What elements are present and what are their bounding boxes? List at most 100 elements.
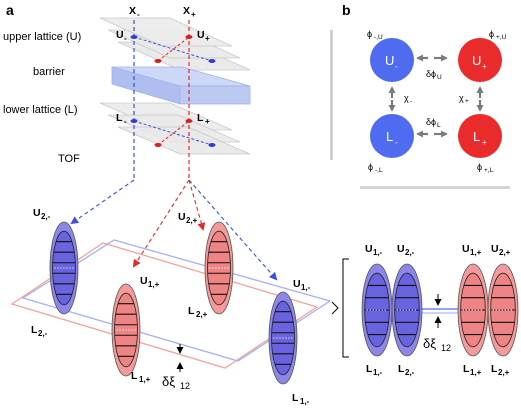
svg-text:X: X xyxy=(129,5,136,17)
svg-text:ϕ: ϕ xyxy=(489,29,494,39)
lower-lattice-planes xyxy=(99,102,251,155)
panel-b-label: b xyxy=(342,2,351,18)
svg-text:L: L xyxy=(398,363,405,375)
svg-text:δξ: δξ xyxy=(162,374,175,389)
chi-plus: χ + xyxy=(459,93,469,105)
svg-text:L: L xyxy=(31,324,38,336)
svg-text:U: U xyxy=(140,275,148,287)
svg-text:U: U xyxy=(197,29,205,41)
svg-text:U: U xyxy=(33,207,41,219)
svg-text:2,+: 2,+ xyxy=(186,216,198,225)
upper-sites xyxy=(130,35,216,63)
cloud-brace-tip xyxy=(331,301,339,315)
svg-text:+: + xyxy=(205,34,210,43)
svg-text:U: U xyxy=(116,29,124,41)
phase-plus-u: ϕ +,U xyxy=(489,29,507,41)
svg-text:L: L xyxy=(386,129,393,144)
svg-text:12: 12 xyxy=(180,381,190,391)
node-u-plus: U + xyxy=(458,38,502,82)
delta-xi-marker-b: δξ 12 xyxy=(423,294,451,353)
svg-text:U: U xyxy=(437,74,442,81)
svg-text:L: L xyxy=(292,392,299,404)
b-cloud-label-l2-plus: L 2,+ xyxy=(491,363,510,377)
upper-lattice-label: upper lattice (U) xyxy=(3,31,81,43)
b-cloud-label-u1-minus: U 1,- xyxy=(365,243,383,257)
barrier-slab xyxy=(111,66,251,105)
svg-text:L: L xyxy=(116,112,123,124)
chi-minus: χ - xyxy=(404,93,412,105)
svg-text:ϕ: ϕ xyxy=(367,29,372,39)
svg-text:L: L xyxy=(463,363,470,375)
svg-text:L: L xyxy=(366,363,373,375)
svg-text:-: - xyxy=(395,62,398,71)
svg-text:ϕ: ϕ xyxy=(477,162,482,172)
svg-text:2,-: 2,- xyxy=(38,329,48,338)
b-cloud-label-u2-minus: U 2,- xyxy=(397,243,415,257)
b-cloud-label-u1-plus: U 1,+ xyxy=(462,243,482,257)
svg-text:U: U xyxy=(385,53,394,68)
cloud-u1-plus xyxy=(111,283,141,377)
svg-text:2,-: 2,- xyxy=(41,212,51,221)
svg-text:12: 12 xyxy=(441,343,451,353)
b-cloud-label-l1-minus: L 1,- xyxy=(366,363,383,377)
site-label-u-minus: U - xyxy=(116,29,127,43)
svg-text:2,-: 2,- xyxy=(405,368,415,377)
svg-text:1,-: 1,- xyxy=(373,248,383,257)
svg-text:+: + xyxy=(482,62,487,71)
svg-text:+: + xyxy=(191,10,196,19)
phase-minus-u: ϕ -,U xyxy=(367,29,383,41)
barrier-label: barrier xyxy=(33,66,65,78)
svg-text:U: U xyxy=(293,278,301,290)
svg-text:U: U xyxy=(491,243,499,255)
cloud-label-u2-minus: U 2,- xyxy=(33,207,51,221)
b-cloud-label-l2-minus: L 2,- xyxy=(398,363,415,377)
cloud-label-l2-plus: L 2,+ xyxy=(188,305,208,319)
site-label-l-minus: L - xyxy=(116,112,127,126)
svg-text:+: + xyxy=(205,117,210,126)
cloud-label-u2-plus: U 2,+ xyxy=(178,211,198,225)
phase-minus-l: ϕ -,L xyxy=(368,162,383,174)
svg-text:+: + xyxy=(465,98,469,105)
svg-text:1,+: 1,+ xyxy=(470,248,482,257)
svg-text:-: - xyxy=(137,10,140,19)
b-cloud-label-l1-plus: L 1,+ xyxy=(463,363,482,377)
svg-text:L: L xyxy=(491,363,498,375)
svg-text:δϕ: δϕ xyxy=(426,117,436,127)
svg-text:δξ: δξ xyxy=(423,336,436,351)
svg-text:1,-: 1,- xyxy=(301,283,311,292)
cloud-label-l1-plus: L 1,+ xyxy=(131,370,151,384)
svg-text:χ: χ xyxy=(404,93,409,103)
svg-text:X: X xyxy=(183,5,190,17)
phase-plus-l: ϕ +,L xyxy=(477,162,494,174)
coupling-arrows xyxy=(388,54,484,138)
tof-label: TOF xyxy=(58,153,80,165)
node-l-plus: L + xyxy=(458,114,502,158)
lower-lattice-label: lower lattice (L) xyxy=(3,104,78,116)
svg-text:L: L xyxy=(131,370,138,382)
cloud-label-u1-minus: U 1,- xyxy=(293,278,311,292)
site-label-l-plus: L + xyxy=(197,112,210,126)
b-cloud-2-minus xyxy=(391,263,423,357)
phase-diff-l: δϕ L xyxy=(426,117,441,129)
cloud-u1-minus xyxy=(268,291,298,385)
cloud-bracket-left xyxy=(342,258,349,358)
svg-text:-,U: -,U xyxy=(374,34,383,41)
svg-text:-: - xyxy=(410,98,412,105)
tof-arrows xyxy=(70,179,278,281)
b-cloud-label-u2-plus: U 2,+ xyxy=(491,243,511,257)
svg-text:+,L: +,L xyxy=(484,167,494,174)
svg-text:L: L xyxy=(197,112,204,124)
cloud-label-u1-plus: U 1,+ xyxy=(140,275,160,289)
svg-text:1,-: 1,- xyxy=(373,368,383,377)
beam-minus-label: X - xyxy=(129,5,140,19)
svg-text:-: - xyxy=(395,138,398,147)
b-cloud-2-plus xyxy=(487,263,519,357)
upper-lattice-planes xyxy=(99,17,251,71)
svg-text:-,L: -,L xyxy=(375,167,383,174)
svg-text:-: - xyxy=(124,34,127,43)
cloud-label-l1-minus: L 1,- xyxy=(292,392,310,406)
svg-text:+: + xyxy=(482,138,487,147)
svg-text:U: U xyxy=(472,53,481,68)
svg-text:2,-: 2,- xyxy=(405,248,415,257)
svg-text:1,-: 1,- xyxy=(300,397,310,406)
